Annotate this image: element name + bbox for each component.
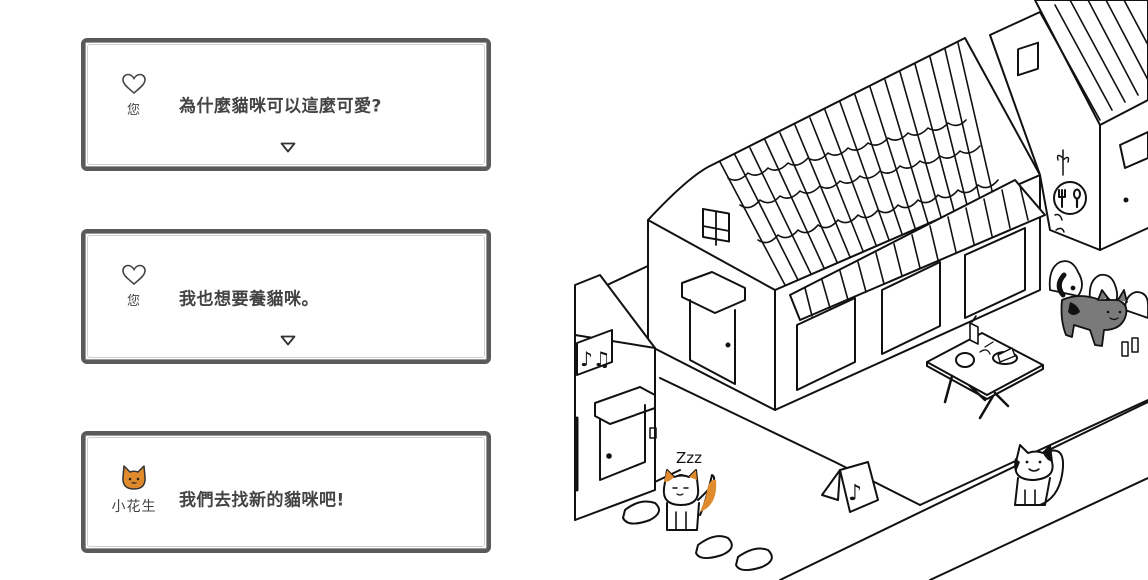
svg-text:♪: ♪ [848, 481, 862, 506]
music-note-sign: ♪ [821, 461, 879, 513]
heart-outline-icon [122, 264, 146, 286]
svg-text:♪♫: ♪♫ [580, 347, 611, 371]
main-house [647, 37, 1046, 411]
sleeping-calico-cat: Zzz [662, 449, 717, 531]
triangle-down-outline-icon[interactable] [280, 142, 296, 153]
speaker: 小花生 [99, 463, 169, 516]
speaker: 您 [99, 72, 169, 118]
gray-black-cat [1056, 272, 1139, 357]
dialog-message: 為什麼貓咪可以這麼可愛? [179, 96, 382, 117]
speaker-name: 您 [126, 294, 141, 309]
dialog-box-2[interactable]: 您 我也想要養貓咪。 [81, 229, 491, 364]
left-house: ♪♫ [574, 274, 657, 521]
sleeping-cat-text: Zzz [676, 449, 702, 467]
speaker-name: 您 [126, 103, 141, 118]
street-scene-illustration: ♪♫ ♪ [574, 0, 1148, 580]
dialog-box-3[interactable]: 小花生 我們去找新的貓咪吧! [81, 431, 491, 553]
heart-outline-icon [122, 73, 146, 95]
triangle-down-outline-icon[interactable] [280, 335, 296, 346]
orange-cat-face-icon [122, 465, 146, 490]
music-notes-wall-sign: ♪♫ [576, 329, 613, 376]
dialog-message: 我也想要養貓咪。 [179, 289, 319, 310]
dialog-box-1[interactable]: 您 為什麼貓咪可以這麼可愛? [81, 38, 491, 171]
white-black-spotted-cat [1014, 444, 1064, 506]
speaker: 您 [99, 263, 169, 309]
speaker-name: 小花生 [111, 499, 157, 515]
window-icon [702, 207, 730, 246]
outdoor-table [926, 315, 1044, 420]
right-house [989, 0, 1148, 251]
fork-spoon-cafe-sign [1053, 149, 1087, 233]
dialog-message: 我們去找新的貓咪吧! [179, 490, 345, 511]
stepping-stones [622, 500, 773, 571]
